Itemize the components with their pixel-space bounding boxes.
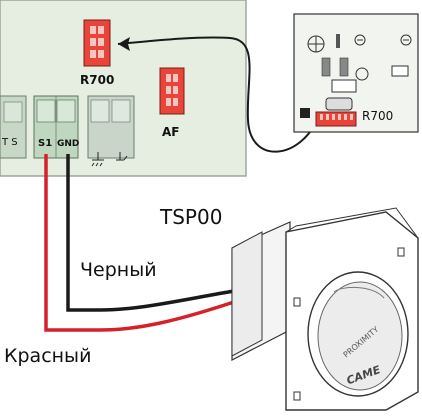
- terminal-block-ground: [87, 95, 135, 159]
- terminal-s1-label: S1: [38, 138, 52, 149]
- module-board: R700: [293, 13, 419, 133]
- black-wire-label: Черный: [80, 259, 157, 281]
- proximity-reader: [231, 207, 419, 411]
- black-wire: [66, 154, 241, 312]
- red-wire-label: Красный: [4, 345, 91, 367]
- terminal-block-left: [0, 95, 27, 159]
- module-cable: [117, 36, 319, 153]
- ground-icon: [91, 152, 104, 167]
- af-connector: [159, 67, 185, 115]
- module-connector: [315, 111, 357, 127]
- af-label: AF: [162, 125, 179, 139]
- trimmer-icon: [307, 35, 325, 53]
- r700-label: R700: [80, 73, 114, 87]
- main-board: R700 AF T S S1 GND: [0, 0, 247, 177]
- module-label: R700: [362, 109, 393, 123]
- terminal-block-s1-gnd: [33, 95, 79, 159]
- red-wire: [44, 154, 241, 332]
- r700-connector: [83, 19, 111, 67]
- terminal-partial-label: T S: [1, 137, 18, 148]
- arrow-icon: [118, 37, 130, 51]
- chassis-ground-icon: [116, 152, 128, 161]
- terminal-gnd-label: GND: [57, 139, 79, 149]
- model-label: TSP00: [159, 205, 222, 229]
